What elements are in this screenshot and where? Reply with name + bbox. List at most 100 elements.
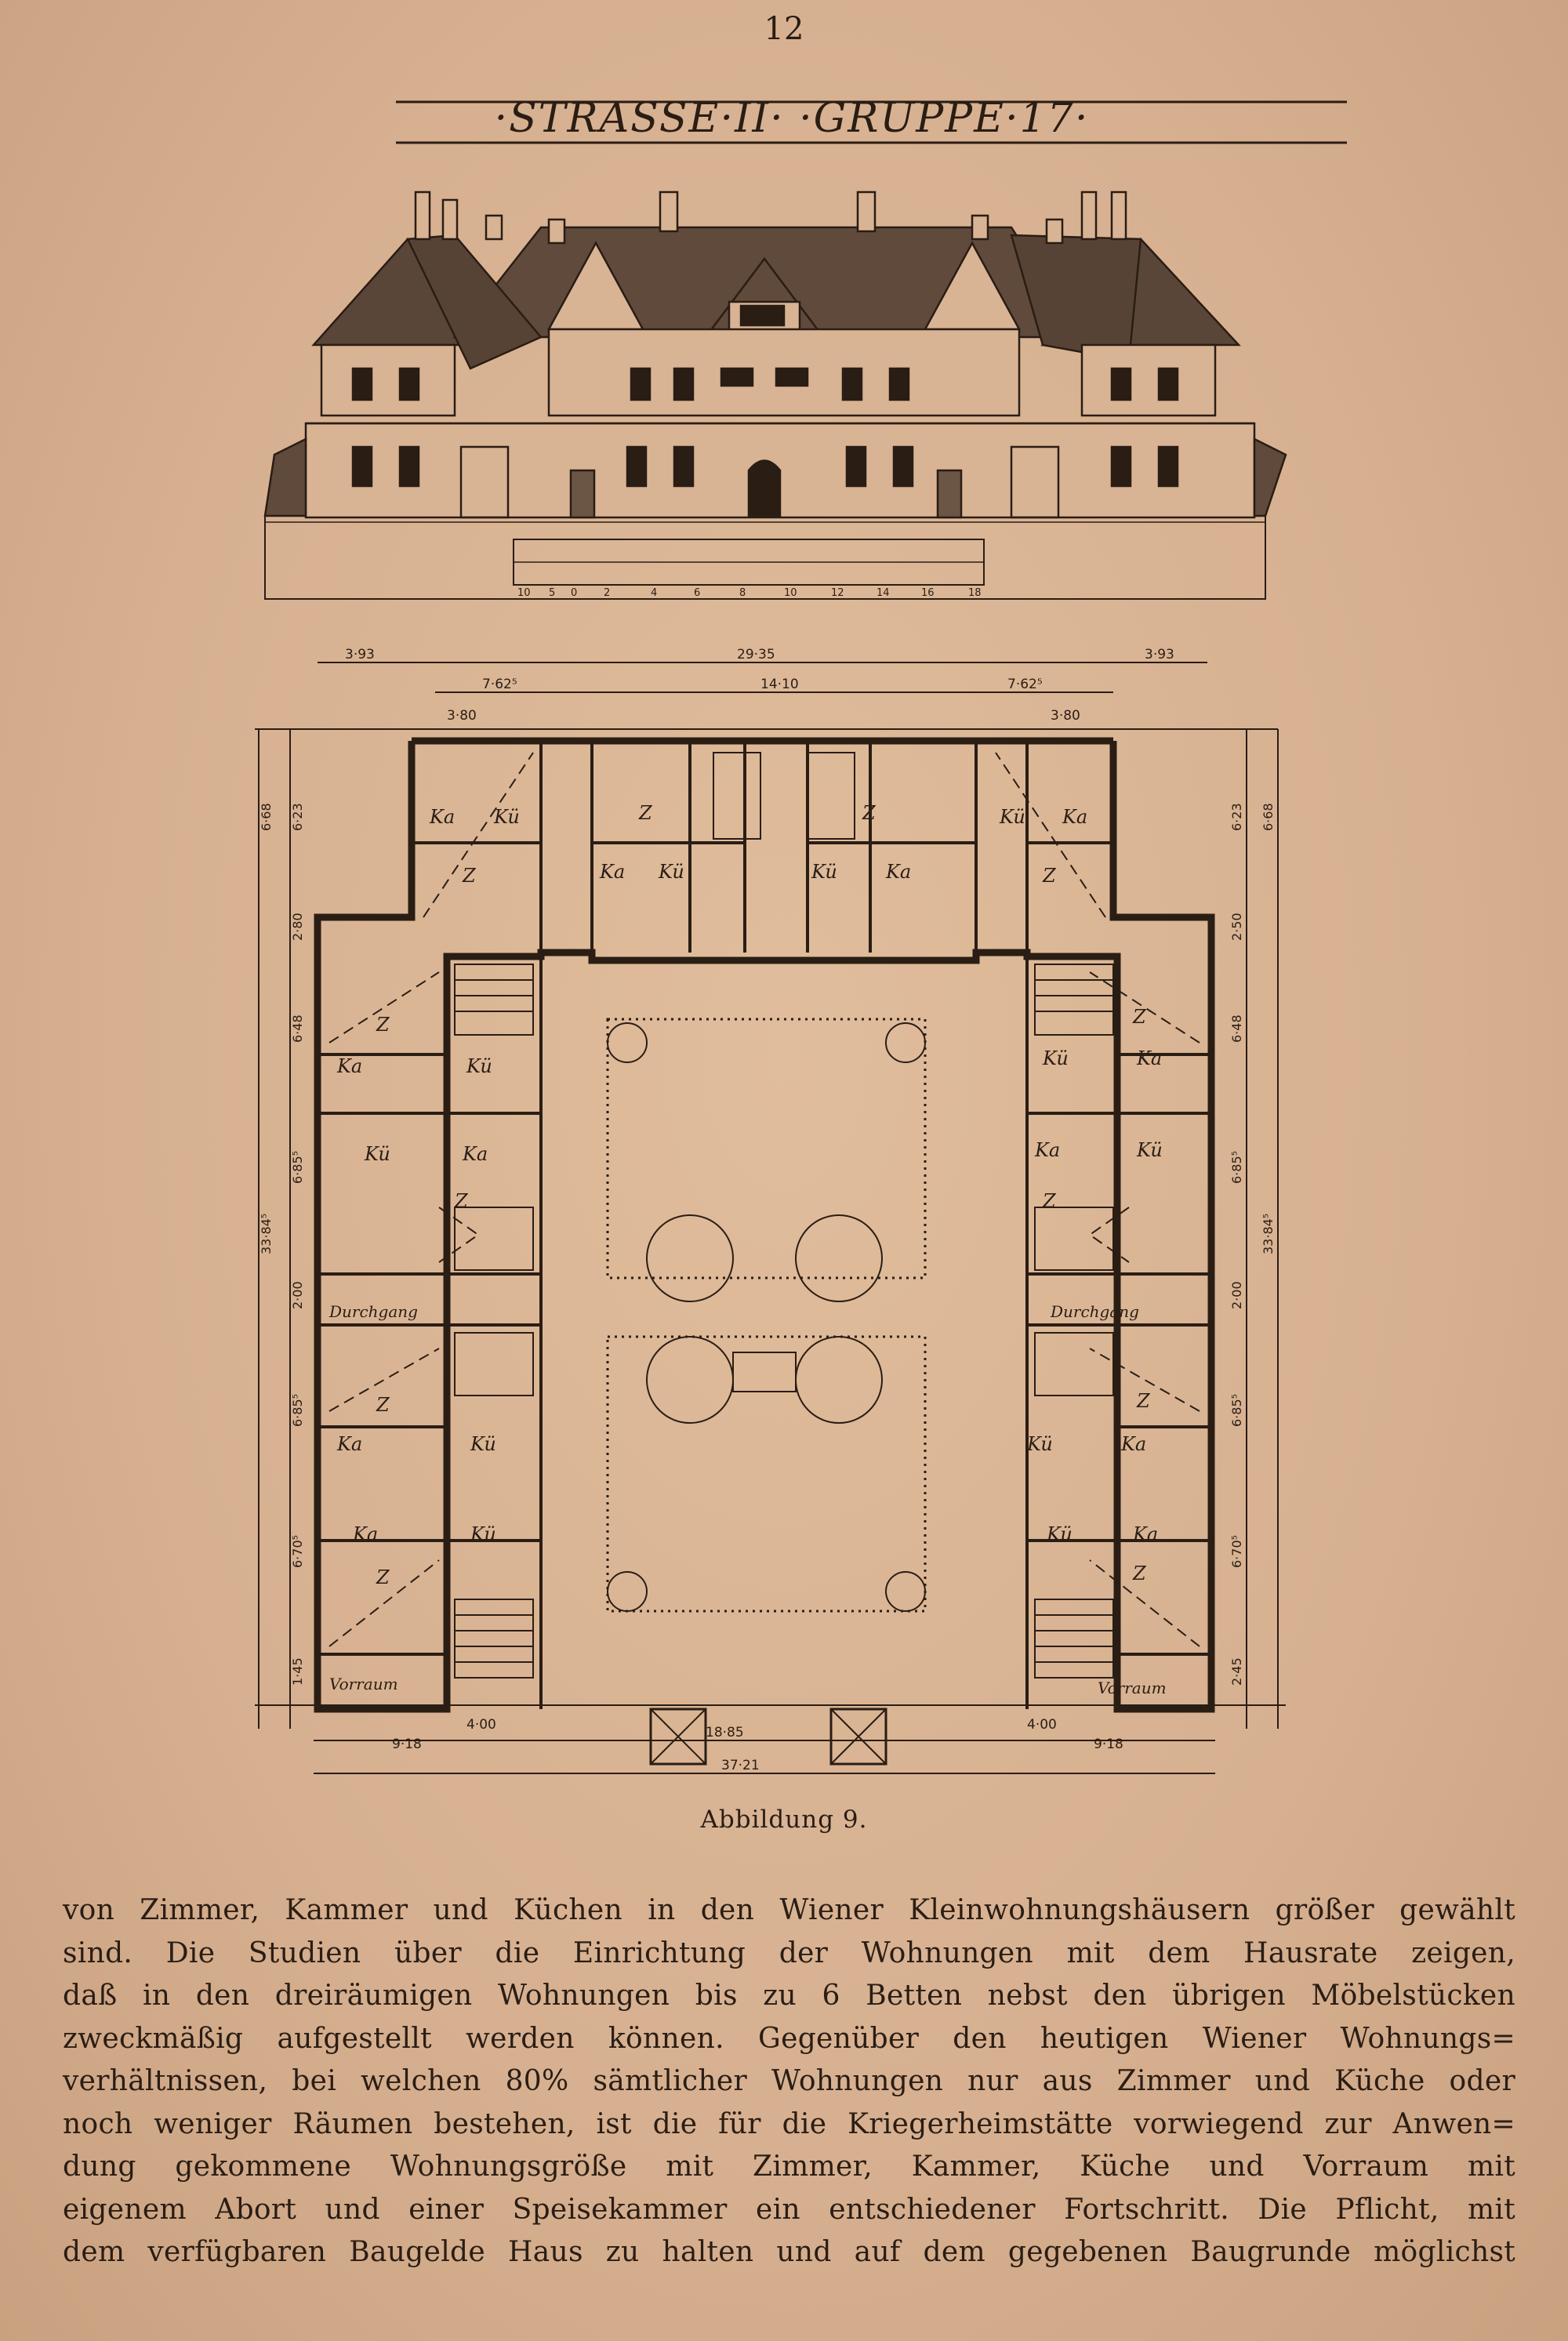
dim-right-1: 6·68	[1261, 803, 1276, 831]
dim-right-2: 2·50	[1229, 913, 1244, 941]
plan-dimension-labels: 3·93 29·35 3·93 7·62⁵ 14·10 7·62⁵ 3·80 3…	[345, 647, 1174, 1773]
room-durchgang: Durchgang	[1050, 1302, 1139, 1321]
room-z: Z	[1132, 1562, 1147, 1584]
scale-label-4: 4	[651, 587, 657, 599]
room-ka: Ka	[1120, 1433, 1146, 1455]
scale-label-7: 10	[784, 587, 797, 599]
room-durchgang: Durchgang	[328, 1302, 418, 1321]
room-kue: Kü	[1046, 1523, 1073, 1545]
room-ka: Ka	[429, 806, 455, 828]
room-kue: Kü	[470, 1523, 496, 1545]
body-line: von Zimmer, Kammer und Küchen in den Wie…	[63, 1894, 1515, 1926]
room-ka: Ka	[336, 1055, 362, 1077]
room-ka: Ka	[462, 1143, 488, 1165]
dim-top2-right: 7·62⁵	[1007, 677, 1043, 692]
dim-top2-center: 14·10	[760, 677, 799, 692]
dim-top-right: 3·93	[1145, 647, 1174, 662]
room-vorraum: Vorraum	[1098, 1679, 1167, 1697]
dim-left-5: 33·84⁵	[259, 1214, 274, 1254]
room-z: Z	[1042, 865, 1057, 887]
dim-right-0: 6·23	[1229, 803, 1244, 831]
scale-label-10: 16	[921, 587, 935, 599]
scale-label-2: 0	[571, 587, 577, 599]
room-kue: Kü	[999, 806, 1025, 828]
body-line: noch weniger Räumen bestehen, ist die fü…	[63, 2107, 1515, 2140]
dim-top-center: 29·35	[737, 647, 775, 662]
scale-bar-labels: 10 5 0 2 4 6 8 10 12 14 16 18	[517, 587, 982, 599]
body-line: sind. Die Studien über die Einrichtung d…	[63, 1936, 1515, 1969]
room-ka: Ka	[1062, 806, 1087, 828]
room-z: Z	[462, 865, 477, 887]
room-ka: Ka	[352, 1523, 378, 1545]
dim-right-7: 6·85⁵	[1229, 1394, 1244, 1427]
room-ka: Ka	[885, 861, 911, 883]
dim-right-9: 2·45	[1229, 1657, 1244, 1686]
dim-left-7: 6·85⁵	[290, 1394, 305, 1427]
elevation-drawing	[263, 191, 1287, 600]
dim-top3-left: 3·80	[447, 708, 477, 724]
room-kue: Kü	[364, 1143, 390, 1165]
dim-right-8: 6·70⁵	[1229, 1535, 1244, 1568]
dim-right-4: 6·85⁵	[1229, 1151, 1244, 1184]
room-z: Z	[376, 1566, 390, 1588]
dim-left-3: 6·48	[290, 1014, 305, 1043]
dim-left-0: 6·68	[259, 803, 274, 831]
dim-right-3: 6·48	[1229, 1014, 1244, 1043]
dim-right-6: 2·00	[1229, 1281, 1244, 1309]
body-line: dem verfügbaren Baugelde Haus zu halten …	[63, 2236, 1515, 2268]
body-paragraph: von Zimmer, Kammer und Küchen in den Wie…	[63, 1889, 1515, 2274]
room-ka: Ka	[1132, 1523, 1158, 1545]
dim-left-9: 1·45	[290, 1657, 305, 1686]
dim-bottom-court: 18·85	[706, 1725, 744, 1740]
scale-label-6: 8	[739, 587, 746, 599]
dim-left-4: 6·85⁵	[290, 1151, 305, 1184]
heading-title: ·STRASSE·II· ·GRUPPE·17·	[495, 95, 1090, 142]
body-line: dung gekommene Wohnungsgröße mit Zimmer,…	[63, 2150, 1515, 2183]
dim-bottom-left-gate: 4·00	[466, 1717, 496, 1733]
dim-left-6: 2·00	[290, 1281, 305, 1309]
room-kue: Kü	[658, 861, 684, 883]
dim-left-1: 6·23	[290, 803, 305, 831]
room-kue: Kü	[470, 1433, 496, 1455]
scale-label-8: 12	[831, 587, 844, 599]
room-z: Z	[376, 1394, 390, 1416]
room-ka: Ka	[336, 1433, 362, 1455]
dim-top3-right: 3·80	[1051, 708, 1080, 724]
floor-plan	[255, 662, 1286, 1774]
room-z: Z	[1132, 1006, 1147, 1028]
plan-room-labels: Ka Kü Z Z Ka Kü Z Kü Ka Kü Ka Z Z Ka Kü …	[328, 802, 1167, 1697]
room-z: Z	[454, 1190, 469, 1212]
illustration: ·STRASSE·II· ·GRUPPE·17·	[255, 95, 1347, 1774]
dim-top2-left: 7·62⁵	[482, 677, 517, 692]
room-kue: Kü	[1026, 1433, 1053, 1455]
room-z: Z	[862, 802, 877, 824]
room-ka: Ka	[599, 861, 625, 883]
page-number: 12	[764, 11, 804, 47]
room-z: Z	[1136, 1390, 1151, 1412]
dim-right-5: 33·84⁵	[1261, 1214, 1276, 1254]
dim-bottom-left: 9·18	[392, 1737, 422, 1752]
room-z: Z	[376, 1014, 390, 1036]
room-kue: Kü	[493, 806, 520, 828]
dim-bottom-right-gate: 4·00	[1027, 1717, 1057, 1733]
scale-label-5: 6	[694, 587, 700, 599]
body-line: verhältnissen, bei welchen 80% sämtliche…	[63, 2065, 1515, 2097]
plan-side-dimensions: 6·68 6·23 2·80 6·48 6·85⁵ 33·84⁵ 2·00 6·…	[259, 803, 1276, 1686]
scale-label-9: 14	[877, 587, 890, 599]
dim-bottom-total: 37·21	[721, 1758, 760, 1773]
body-line: daß in den dreiräumigen Wohnungen bis zu…	[63, 1980, 1515, 2012]
dim-left-8: 6·70⁵	[290, 1535, 305, 1568]
room-ka: Ka	[1034, 1139, 1060, 1161]
room-kue: Kü	[466, 1055, 492, 1077]
body-line: zweckmäßig aufgestellt werden können. Ge…	[63, 2022, 1515, 2055]
room-ka: Ka	[1136, 1047, 1162, 1069]
dim-bottom-right: 9·18	[1094, 1737, 1123, 1752]
scale-label-0: 10	[517, 587, 531, 599]
dim-left-2: 2·80	[290, 913, 305, 941]
dim-top-left: 3·93	[345, 647, 375, 662]
scale-label-11: 18	[968, 587, 982, 599]
room-kue: Kü	[811, 861, 837, 883]
scale-label-3: 2	[604, 587, 610, 599]
room-z: Z	[1042, 1190, 1057, 1212]
room-z: Z	[638, 802, 653, 824]
